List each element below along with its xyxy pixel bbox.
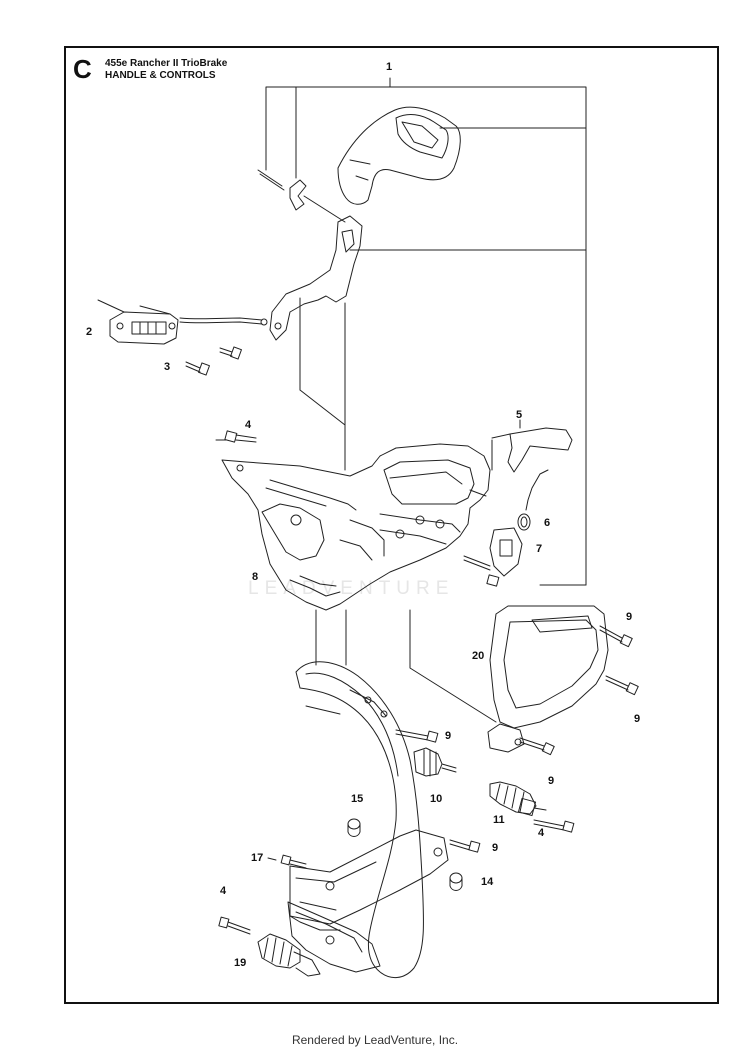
part-5-lever bbox=[491, 419, 573, 473]
section-letter: C bbox=[73, 54, 92, 84]
screws-part-9 bbox=[395, 625, 639, 853]
callout-15: 15 bbox=[351, 793, 364, 805]
callout-4-middle: 4 bbox=[538, 827, 545, 839]
callout-4-upper: 4 bbox=[245, 419, 252, 431]
lower-bracket bbox=[287, 901, 381, 973]
callout-5: 5 bbox=[516, 409, 523, 421]
callout-20: 20 bbox=[472, 650, 485, 662]
callout-4-lower: 4 bbox=[220, 885, 227, 897]
callout-8: 8 bbox=[252, 571, 259, 583]
top-handle-cover bbox=[337, 106, 461, 205]
front-mount-bracket bbox=[289, 829, 449, 931]
bolt-part-17 bbox=[267, 854, 307, 869]
callout-3: 3 bbox=[164, 361, 171, 373]
callout-1: 1 bbox=[386, 61, 393, 73]
callout-17: 17 bbox=[251, 852, 264, 864]
footer-credit: Rendered by LeadVenture, Inc. bbox=[291, 1033, 459, 1047]
leader-lines-housing bbox=[315, 609, 497, 723]
part-2-bracket bbox=[97, 299, 179, 345]
callout-19: 19 bbox=[234, 957, 247, 969]
diagram-frame bbox=[64, 46, 719, 1004]
screw-part-4-middle bbox=[533, 819, 575, 833]
callout-6: 6 bbox=[544, 517, 551, 529]
part-10-spring bbox=[413, 747, 457, 777]
callout-9-top: 9 bbox=[626, 611, 633, 623]
handle-pin-spring bbox=[257, 169, 346, 223]
part-7-latch bbox=[463, 527, 523, 587]
throttle-cable bbox=[179, 317, 268, 326]
bushings bbox=[347, 818, 463, 891]
part-6-spring bbox=[517, 469, 549, 531]
part-19-spring bbox=[257, 933, 321, 977]
screw-part-4-lower bbox=[218, 916, 251, 935]
callout-2: 2 bbox=[86, 326, 93, 338]
callout-9-mid: 9 bbox=[445, 730, 452, 742]
callout-10: 10 bbox=[430, 793, 443, 805]
part-20-cover bbox=[487, 605, 609, 753]
callout-11: 11 bbox=[493, 814, 505, 826]
leader-lines-part-1 bbox=[265, 77, 587, 586]
callout-7: 7 bbox=[536, 543, 543, 555]
screws-part-3 bbox=[185, 346, 242, 376]
rear-handle-housing bbox=[221, 443, 491, 611]
callout-9-right: 9 bbox=[634, 713, 641, 725]
callout-9-bottom: 9 bbox=[492, 842, 499, 854]
callout-14: 14 bbox=[481, 876, 494, 888]
diagram-title: HANDLE & CONTROLS bbox=[105, 70, 216, 81]
model-name: 455e Rancher II TrioBrake bbox=[105, 58, 228, 69]
part-11-spring bbox=[489, 781, 547, 817]
callout-9-lower: 9 bbox=[548, 775, 555, 787]
front-handle bbox=[295, 661, 425, 978]
throttle-arm bbox=[269, 215, 363, 341]
screw-part-4-upper bbox=[215, 430, 257, 443]
